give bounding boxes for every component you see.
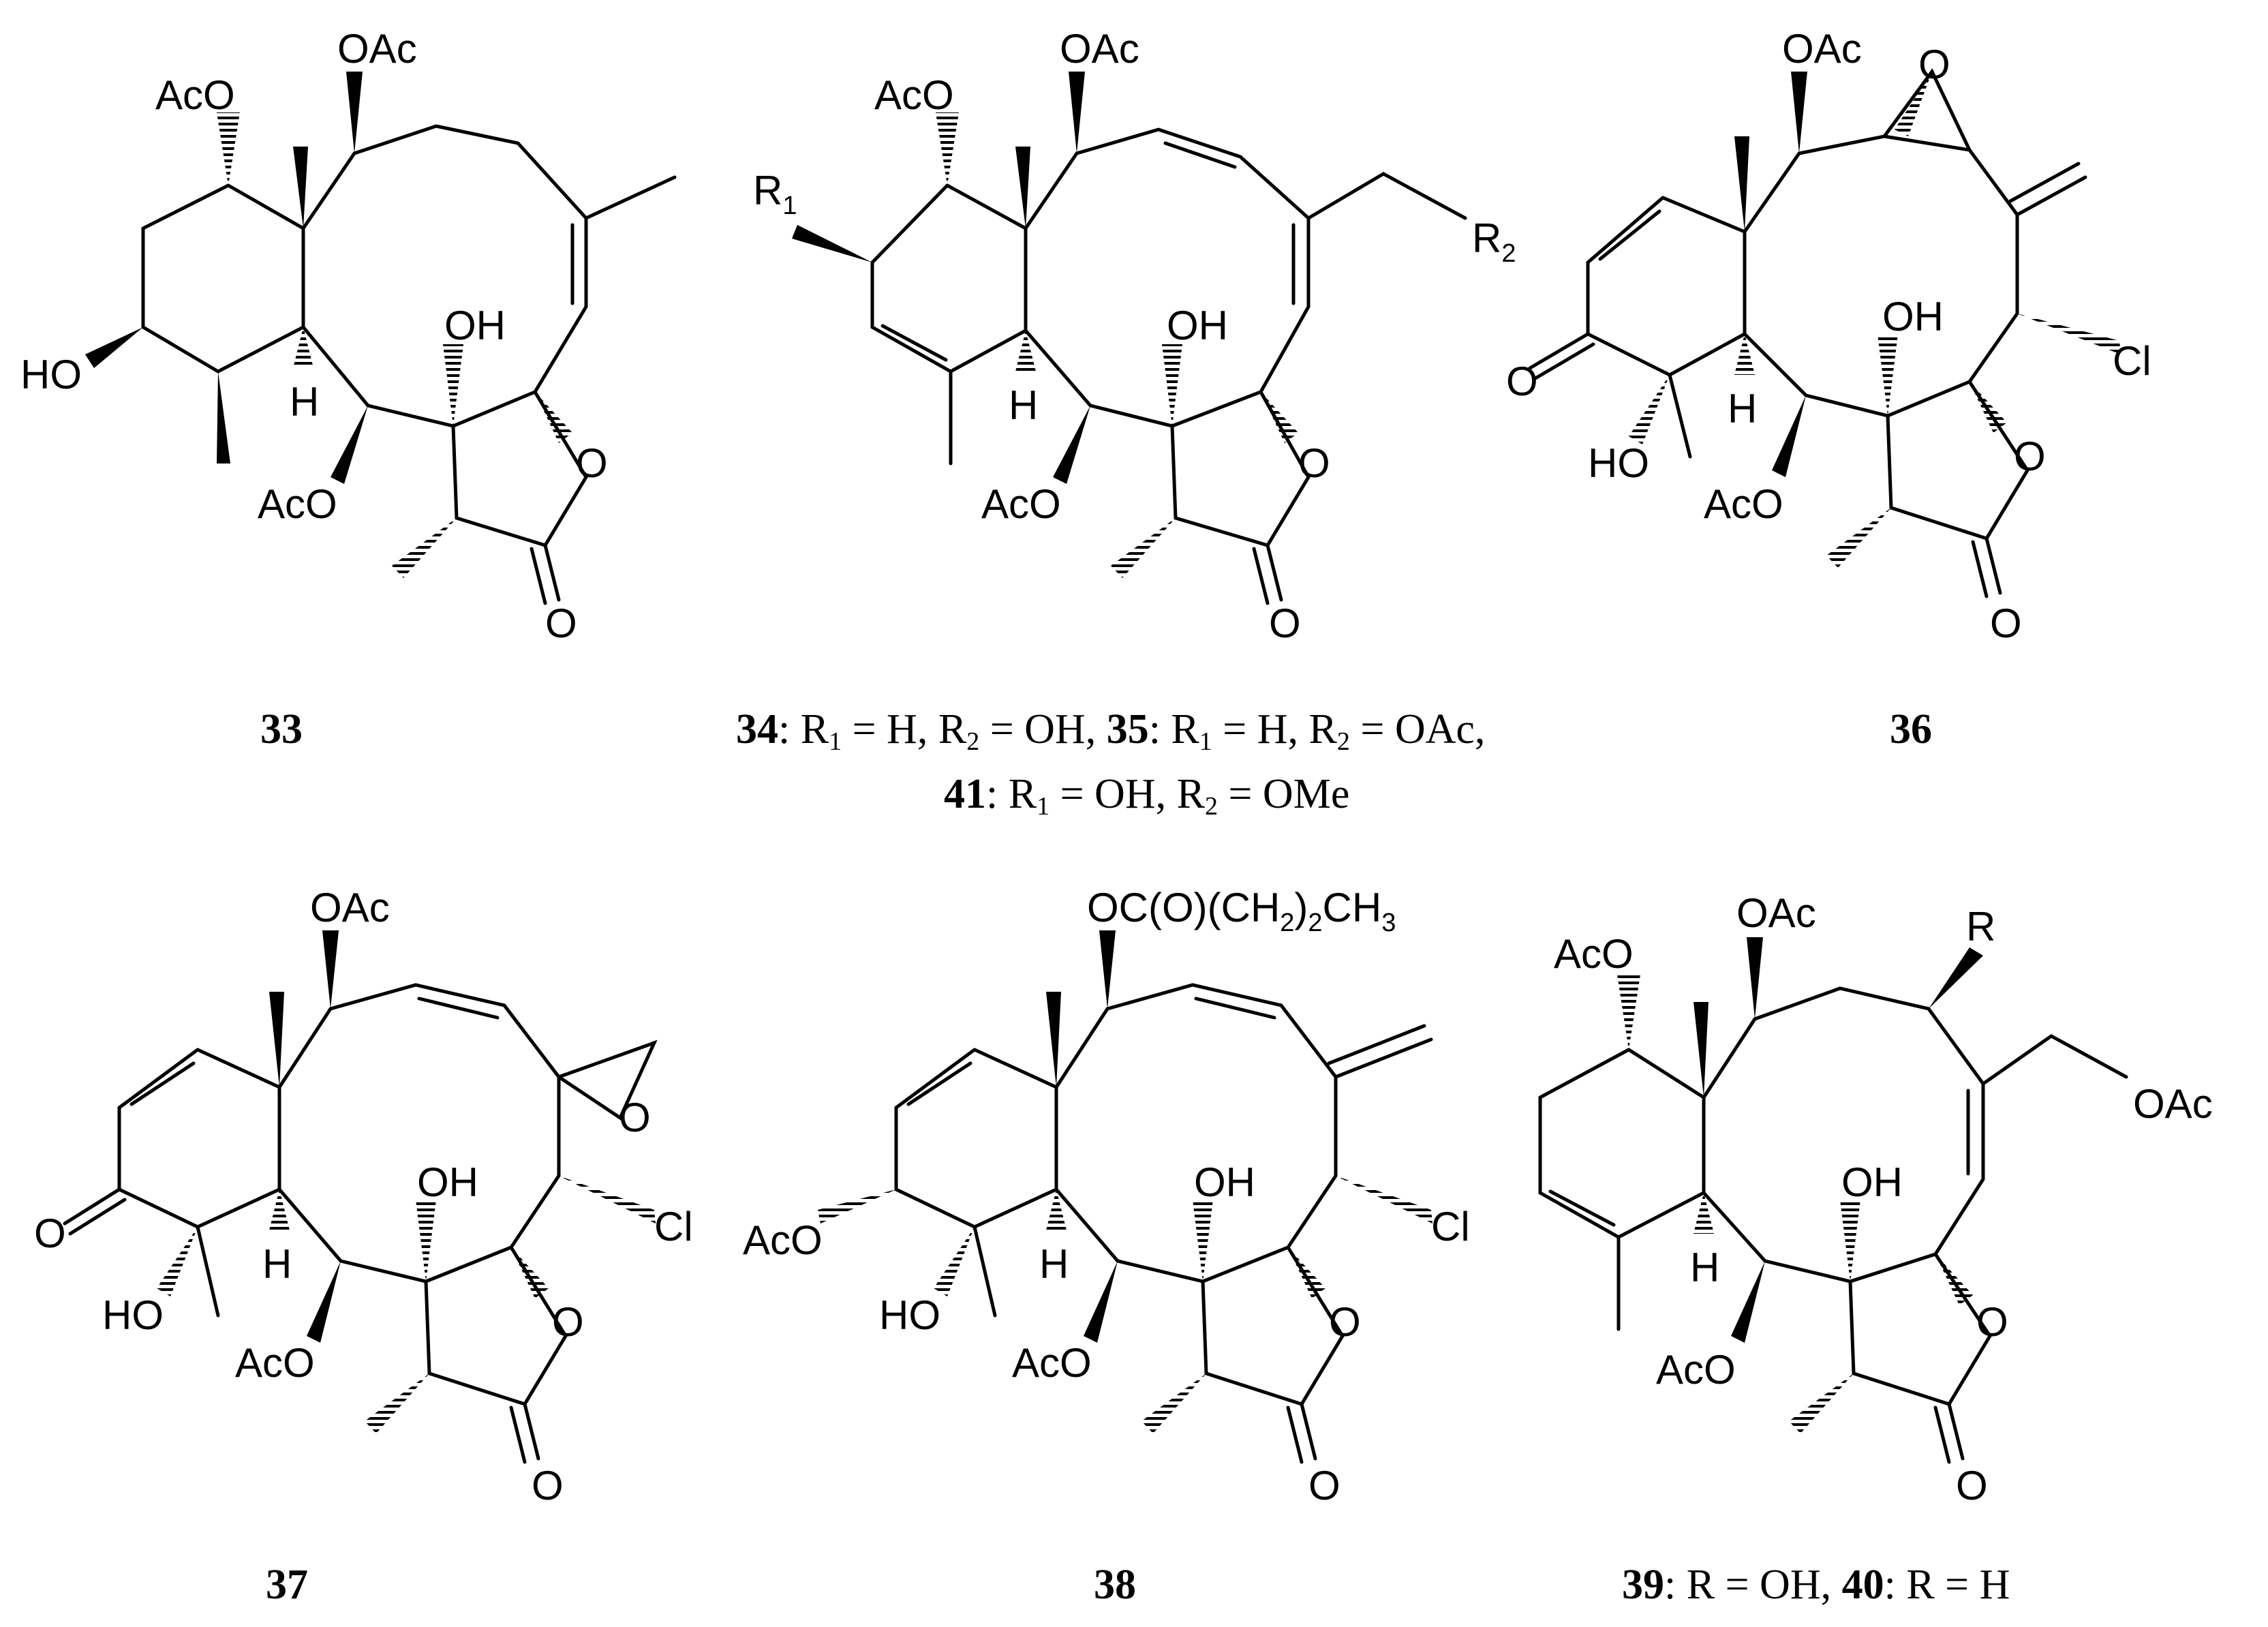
- label-o-carbonyl-39: O: [1956, 1463, 1988, 1508]
- label-o-ketone-37: O: [34, 1211, 66, 1256]
- atom-labels-37: OAc O O HO H OH Cl AcO O O: [34, 885, 693, 1508]
- caption-39-40: 39: R = OH, 40: R = H: [1622, 1562, 2010, 1608]
- label-o-carbonyl-38: O: [1308, 1463, 1340, 1508]
- ring-a-37: [117, 1048, 281, 1229]
- compound-number-36: 36: [1890, 706, 1932, 752]
- label-oac-top-33: OAc: [337, 26, 417, 72]
- label-o-carbonyl-33: O: [545, 600, 577, 646]
- label-h-38: H: [1039, 1241, 1069, 1287]
- structure-38: [818, 930, 1433, 1464]
- label-o-ring-39: O: [1976, 1299, 2008, 1345]
- label-oac-top-37: OAc: [310, 885, 390, 930]
- lactone-38: [1201, 1245, 1345, 1406]
- ring-b-39: [1702, 986, 1985, 1283]
- label-aco-bottom-37: AcO: [235, 1340, 315, 1386]
- label-oac-top-39: OAc: [1736, 890, 1816, 936]
- label-h-36: H: [1728, 386, 1757, 431]
- label-o-ring-37: O: [552, 1299, 584, 1345]
- label-o-carbonyl-34: O: [1269, 600, 1301, 646]
- lactone-37: [424, 1245, 568, 1406]
- atom-labels-34: OAc AcO R1 R2 H OH AcO O O: [753, 26, 1516, 646]
- label-o-ring-36: O: [2014, 434, 2046, 479]
- label-oh-33: OH: [444, 303, 506, 348]
- atom-labels-38: OC(O)(CH2)2CH3 AcO HO H OH Cl AcO O O: [743, 885, 1470, 1508]
- label-oh-36: OH: [1882, 294, 1944, 339]
- label-oac-right-39: OAc: [2133, 1081, 2213, 1127]
- label-cl-36: Cl: [2113, 338, 2151, 384]
- label-oac-top-36: OAc: [1782, 26, 1862, 72]
- lactone-33: [451, 390, 588, 547]
- ring-a-34: [870, 183, 1028, 374]
- atom-labels-36: OAc O O HO H OH Cl AcO O O: [1506, 26, 2151, 646]
- lactone-34: [1170, 390, 1311, 547]
- structure-36: [1528, 68, 2121, 598]
- caption-34-35: 34: R1 = H, R2 = OH, 35: R1 = H, R2 = OA…: [736, 706, 1485, 756]
- label-oac-top-34: OAc: [1060, 26, 1139, 72]
- compound-number-38: 38: [1094, 1562, 1136, 1608]
- label-h-39: H: [1690, 1245, 1719, 1290]
- label-o-ring-34: O: [1298, 440, 1330, 486]
- label-o-epoxide-37: O: [619, 1095, 651, 1140]
- atom-labels-33: OAc AcO HO H OH AcO O O: [20, 26, 608, 646]
- label-aco-left-34: AcO: [874, 72, 954, 118]
- label-r1-34: R1: [753, 168, 797, 220]
- label-aco-left-38: AcO: [743, 1217, 823, 1263]
- label-aco-bottom-33: AcO: [258, 481, 337, 527]
- label-r2-34: R2: [1472, 215, 1516, 268]
- lactone-39: [1848, 1252, 1992, 1406]
- structure-34-35-41: [792, 72, 1467, 605]
- epoxide-37: [557, 1039, 658, 1121]
- label-aco-left-39: AcO: [1554, 931, 1634, 977]
- ring-a-36: [1586, 196, 1747, 377]
- structure-39-40: [1538, 937, 2128, 1464]
- label-aco-bottom-39: AcO: [1656, 1347, 1736, 1393]
- label-aco-bottom-38: AcO: [1012, 1340, 1092, 1386]
- label-o-epoxide-36: O: [1918, 42, 1950, 87]
- label-ho-33: HO: [20, 352, 82, 397]
- label-r-39: R: [1966, 904, 1995, 949]
- label-aco-bottom-36: AcO: [1704, 481, 1783, 527]
- ring-a-38: [894, 1048, 1058, 1229]
- structure-37: [63, 930, 658, 1464]
- label-aco-left-33: AcO: [155, 72, 235, 118]
- label-o-ring-33: O: [576, 440, 608, 486]
- ring-b-34: [1024, 127, 1311, 428]
- compound-number-33: 33: [260, 706, 303, 752]
- caption-41: 41: R1 = OH, R2 = OMe: [944, 771, 1349, 821]
- ring-a-39: [1538, 1048, 1706, 1239]
- ring-b-36: [1743, 134, 2019, 418]
- label-oh-34: OH: [1167, 303, 1228, 348]
- label-oh-38: OH: [1194, 1159, 1255, 1205]
- label-h-37: H: [262, 1241, 292, 1287]
- label-ho-36: HO: [1588, 440, 1649, 486]
- ring-b-33: [301, 124, 588, 428]
- label-h-34: H: [1009, 382, 1038, 428]
- ring-b-38: [1054, 983, 1338, 1283]
- label-o-carbonyl-37: O: [532, 1463, 564, 1508]
- label-oh-39: OH: [1841, 1159, 1903, 1205]
- ring-b-37: [277, 983, 561, 1283]
- compound-number-37: 37: [266, 1562, 308, 1608]
- label-oh-37: OH: [417, 1159, 478, 1205]
- label-o-ring-38: O: [1329, 1299, 1361, 1345]
- label-o-carbonyl-36: O: [1990, 600, 2022, 646]
- label-ho-37: HO: [102, 1292, 164, 1338]
- label-o-ketone-36: O: [1506, 359, 1538, 404]
- ring-a-33: [141, 183, 305, 374]
- label-butyrate-38: OC(O)(CH2)2CH3: [1087, 885, 1396, 937]
- label-cl-38: Cl: [1431, 1204, 1470, 1249]
- label-ho-38: HO: [879, 1292, 940, 1338]
- atom-labels-39: OAc AcO R OAc H OH AcO O O: [1554, 890, 2213, 1508]
- label-cl-37: Cl: [654, 1204, 693, 1249]
- label-h-33: H: [290, 379, 319, 425]
- label-aco-bottom-34: AcO: [981, 481, 1061, 527]
- structure-33: [85, 72, 677, 605]
